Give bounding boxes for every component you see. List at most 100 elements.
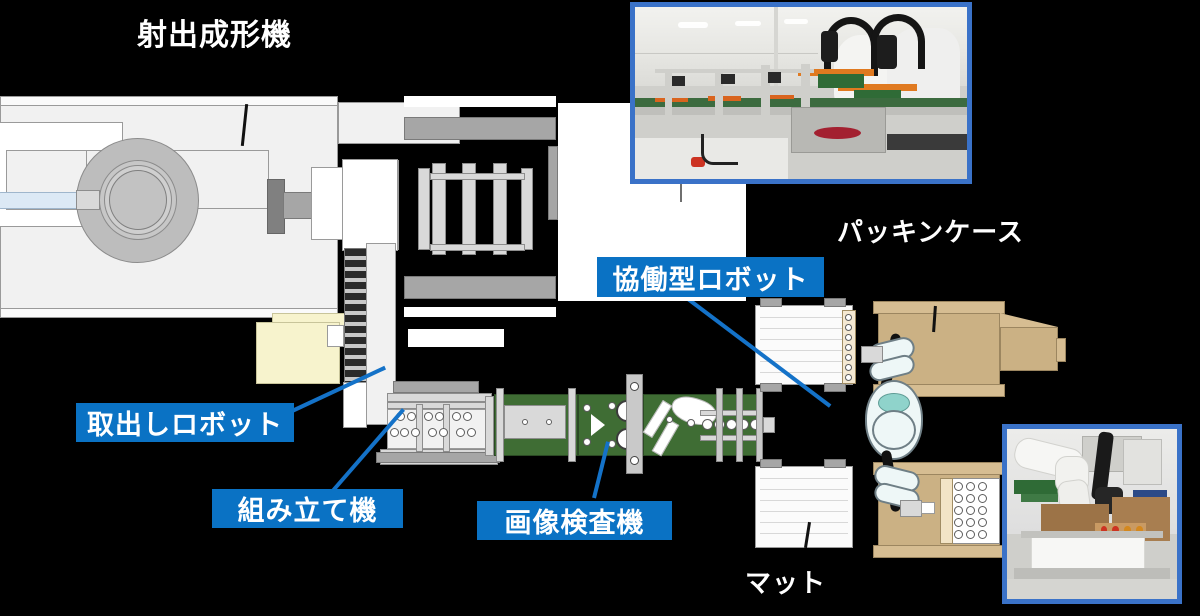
conveyor-post xyxy=(716,388,723,462)
clamp-unit-lower-white-bar xyxy=(408,329,504,347)
imm-control-box-face xyxy=(327,325,344,347)
assembly-pin xyxy=(390,428,399,437)
mat-upper-clamp-right xyxy=(824,298,846,307)
assembly-pin xyxy=(411,428,420,437)
assembly-machine-top-rail xyxy=(393,381,479,393)
inspection-pin xyxy=(583,404,591,412)
packed-part xyxy=(978,530,987,539)
assembly-pin xyxy=(428,428,437,437)
photo1-robot-wrist-2 xyxy=(877,34,898,69)
tray-part xyxy=(845,324,852,331)
packing-robot-photo xyxy=(1002,424,1182,604)
takeout-robot-upper-column xyxy=(342,159,398,251)
heading-injection-molding-machine: 射出成形機 xyxy=(137,19,292,52)
conveyor-end-stop xyxy=(763,417,775,433)
photo2-suction-cup xyxy=(1136,525,1143,535)
packing-case-lower-flap-bottom xyxy=(873,545,1005,558)
assembly-pin xyxy=(463,412,472,421)
conveyor-pivot xyxy=(666,416,673,423)
packed-part xyxy=(954,494,963,503)
mold-plate-left xyxy=(418,168,430,250)
photo1-alu-post xyxy=(801,63,810,118)
assembly-machine-rail-a xyxy=(387,393,492,402)
heading-packing-case: パッキンケース xyxy=(837,217,1024,247)
inspection-gantry-bolt-top xyxy=(630,382,639,391)
photo1-ceiling-light xyxy=(784,19,808,25)
inspection-triangle-marker xyxy=(591,414,605,436)
mold-tie-bar-bottom xyxy=(430,244,525,251)
takeout-robot-foot xyxy=(343,382,367,428)
mold-tie-bar-top xyxy=(430,173,525,180)
photo1-orange-carrier xyxy=(761,94,795,100)
cobot-shoulder xyxy=(872,410,916,450)
clamp-unit-right-wall xyxy=(548,146,558,220)
callout-collaborative-robot[interactable]: 協働型ロボット xyxy=(597,257,824,297)
green-module-1-post-r xyxy=(568,388,576,462)
green-module-1-port-a xyxy=(522,419,528,425)
mold-plate-mid xyxy=(462,163,476,255)
cobot-upper-gripper xyxy=(861,346,883,363)
callout-assembly-machine[interactable]: 組み立て機 xyxy=(212,489,403,528)
photo1-robot-wrist xyxy=(820,31,838,63)
assembly-pin xyxy=(452,412,461,421)
photo1-wall-seam xyxy=(635,53,818,55)
photo1-manifold-bar-2 xyxy=(837,84,918,92)
assembly-pin xyxy=(435,412,444,421)
mold-plate-right xyxy=(521,168,533,250)
inspection-gantry-column xyxy=(626,374,643,474)
imm-top-rail xyxy=(0,96,338,106)
clamp-unit-top-white xyxy=(404,96,556,107)
photo2-green-tray-2 xyxy=(1020,493,1058,503)
assembly-pin xyxy=(439,428,448,437)
packed-part xyxy=(966,482,975,491)
tray-part xyxy=(845,334,852,341)
assembly-machine-foot xyxy=(376,452,500,463)
photo1-pcb-green xyxy=(817,74,865,88)
clamp-unit-bottom-beam xyxy=(404,276,556,299)
photo1-alu-post xyxy=(761,65,770,118)
photo1-pointer-tick xyxy=(680,184,682,202)
photo1-ceiling-light xyxy=(734,20,762,26)
tray-part xyxy=(845,374,852,381)
photo2-suction-cup xyxy=(1100,525,1108,535)
conveyor-post xyxy=(756,388,763,462)
photo1-ceiling-light xyxy=(678,22,709,28)
packing-case-upper-end xyxy=(1056,338,1066,362)
packed-part xyxy=(966,530,975,539)
mat-upper-base-right xyxy=(824,383,846,392)
assembly-pin xyxy=(467,428,476,437)
photo1-cable-hose-2 xyxy=(870,13,925,70)
tray-part xyxy=(845,354,852,361)
transfer-rail-lower xyxy=(700,435,762,441)
photo1-estop-button xyxy=(691,156,705,167)
green-module-1-cover xyxy=(504,405,566,439)
mold-plate-left2 xyxy=(432,163,446,255)
photo1-alu-post xyxy=(664,72,673,118)
photo1-orange-carrier xyxy=(708,96,742,101)
mat-upper-base-left xyxy=(760,383,782,392)
photo1-wall-column xyxy=(774,7,779,87)
transfer-roller xyxy=(702,419,713,430)
conveyor-pivot xyxy=(687,419,695,427)
conveyor-line-photo xyxy=(630,2,972,184)
packed-part xyxy=(966,518,975,527)
assembly-machine-divider-3 xyxy=(485,396,494,456)
callout-takeout-robot[interactable]: 取出しロボット xyxy=(76,403,294,442)
photo2-gripper-bar xyxy=(1095,522,1147,535)
cobot-lower-gripper xyxy=(900,500,922,517)
mold-plate-mid2 xyxy=(493,163,507,255)
clamp-unit-top-beam xyxy=(404,117,556,140)
photo1-cable-run xyxy=(701,134,738,165)
heading-mat: マット xyxy=(745,568,827,598)
packed-tray-strip xyxy=(940,478,953,544)
packing-case-upper-side-face xyxy=(1000,327,1058,371)
assembly-pin xyxy=(456,428,465,437)
green-module-1-post-l xyxy=(496,388,504,462)
tray-part xyxy=(845,314,852,321)
packed-part xyxy=(954,482,963,491)
packed-part xyxy=(966,494,975,503)
photo1-sensor-head xyxy=(767,72,782,83)
callout-image-inspection-machine[interactable]: 画像検査機 xyxy=(477,501,672,540)
inspection-pin xyxy=(608,402,616,410)
